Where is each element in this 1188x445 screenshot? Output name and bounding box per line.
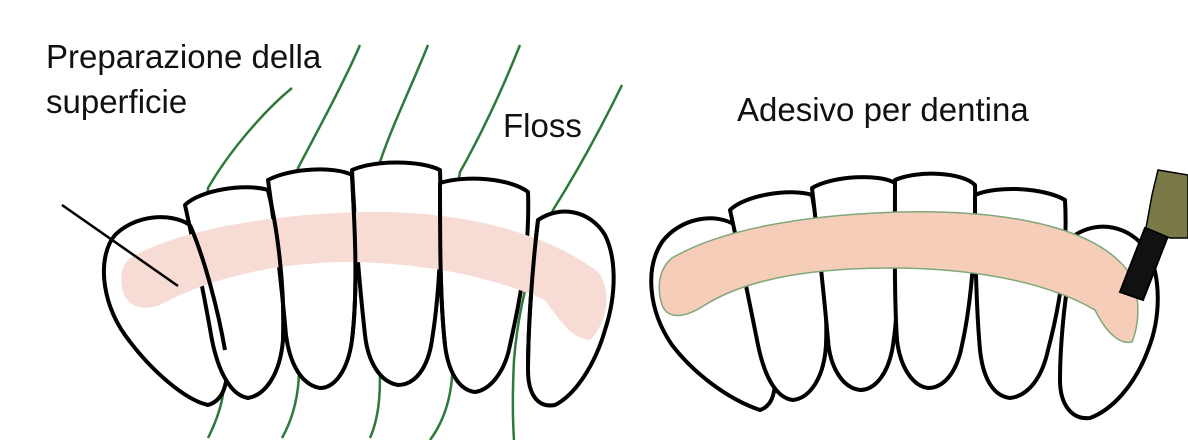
brush-tip (1146, 170, 1188, 238)
prep-tooth-4 (352, 163, 441, 386)
right-panel (651, 170, 1188, 418)
label-floss: Floss (503, 106, 582, 146)
label-preparation-line-1: Preparazione della (46, 37, 321, 77)
label-preparation-line-2: superficie (46, 82, 187, 122)
label-adhesive: Adesivo per dentina (737, 90, 1029, 130)
adhesive-tooth-4 (895, 174, 975, 388)
